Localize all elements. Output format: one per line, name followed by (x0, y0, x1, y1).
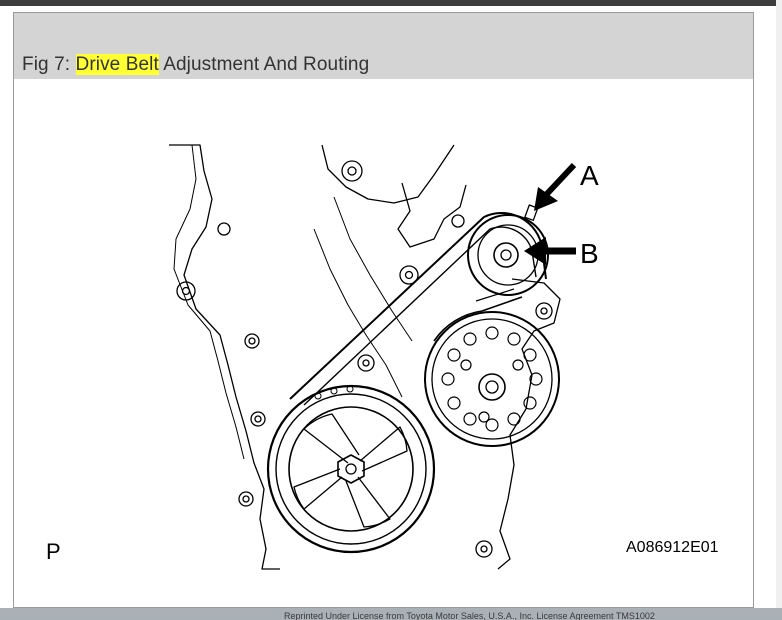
idler-pulley-rim (477, 224, 539, 286)
belt-diagram-svg: A B (169, 144, 599, 570)
bolt-boss (176, 281, 196, 301)
crankshaft-bolt-center (345, 463, 357, 475)
title-prefix: Fig 7: (22, 54, 76, 75)
bolt-boss (451, 214, 465, 228)
bolt-boss (244, 333, 260, 349)
pump-pulley-rim (431, 318, 553, 440)
bolt-boss (399, 265, 419, 285)
pump-pulley-hub (478, 373, 506, 401)
pump-pulley (424, 311, 560, 447)
pump-pulley-holes (441, 326, 543, 432)
drive-belt-lower-inner (475, 288, 515, 302)
copyright-notice: Reprinted Under License from Toyota Moto… (284, 611, 655, 620)
title-highlight: Drive Belt (75, 54, 159, 75)
scrollbar-track[interactable] (776, 0, 782, 620)
crankshaft-pulley-inner (288, 406, 414, 532)
bolt-boss (362, 359, 370, 367)
idler-bolt-b-center (500, 249, 512, 261)
arrow-b-icon (524, 237, 576, 265)
crankshaft-spoke (345, 476, 391, 528)
crankshaft-spoke (293, 468, 343, 510)
bolt-boss (404, 270, 414, 280)
callout-a: A (580, 160, 599, 191)
bolt-boss (250, 411, 266, 427)
bolt-boss (217, 222, 231, 236)
corner-label: P (46, 539, 61, 564)
pump-pulley-hub-center (485, 380, 499, 394)
cover-rib (313, 228, 403, 398)
bolt-boss (347, 166, 357, 176)
bolt-boss (242, 495, 250, 503)
bolt-boss (341, 160, 363, 182)
engine-block-outline (169, 144, 280, 570)
crankshaft-notches (314, 385, 354, 400)
arrow-a-icon (534, 162, 577, 211)
idler-bolt-b (493, 242, 519, 268)
bolt-boss (475, 540, 493, 558)
timing-cover-outline (321, 144, 455, 204)
right-housing (497, 278, 561, 570)
figure-reference-code: A086912E01 (626, 539, 719, 556)
bolt-boss (540, 307, 548, 315)
engine-block-inner (173, 144, 245, 460)
cover-rib (333, 196, 413, 342)
window-top-edge (0, 0, 782, 6)
figure-title-bar: Fig 7: Drive Belt Adjustment And Routing (14, 13, 753, 79)
figure-title: Fig 7: Drive Belt Adjustment And Routing (22, 54, 369, 76)
footer-strip: Reprinted Under License from Toyota Moto… (0, 608, 782, 620)
bolt-boss (238, 491, 254, 507)
bolt-boss (248, 337, 256, 345)
drive-belt-outer (289, 212, 547, 400)
upper-bracket (397, 182, 467, 248)
bolt-boss (181, 286, 191, 296)
crankshaft-spoke (303, 413, 360, 464)
belt-diagram: A B (14, 79, 753, 607)
bolt-boss (357, 354, 375, 372)
crankshaft-pulley-rim (275, 393, 427, 545)
figure-frame: Fig 7: Drive Belt Adjustment And Routing (13, 12, 754, 608)
crankshaft-pulley (266, 384, 436, 554)
adjust-bolt-a (524, 204, 539, 221)
bolt-boss (535, 302, 553, 320)
callout-b: B (580, 238, 599, 269)
crankshaft-spoke (359, 426, 408, 472)
bolt-boss (254, 415, 262, 423)
idler-pulley (467, 214, 549, 296)
bolt-boss (480, 545, 488, 553)
crankshaft-bolt (337, 454, 365, 484)
drive-belt-lower (433, 296, 523, 342)
title-rest: Adjustment And Routing (158, 54, 370, 75)
